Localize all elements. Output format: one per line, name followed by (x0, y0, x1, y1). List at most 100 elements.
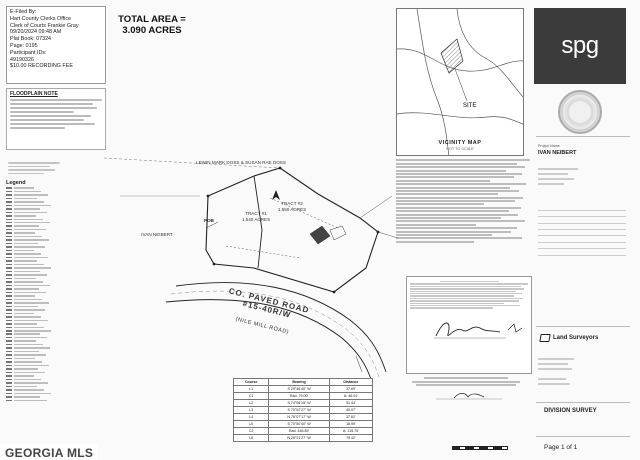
legend-row (6, 225, 54, 228)
legend-text (14, 392, 51, 395)
legend-row (6, 357, 54, 360)
course: L4 (232, 413, 270, 421)
legend-text (14, 399, 47, 402)
note-line (10, 111, 75, 113)
note-line (396, 210, 509, 213)
legend-text (14, 302, 49, 304)
legend-row (6, 354, 54, 357)
bearing: S 29°46'40" W (268, 385, 330, 393)
legend-row (6, 319, 54, 322)
legend-text (14, 361, 42, 363)
north-note (8, 160, 60, 176)
note-line (10, 99, 102, 101)
note-line (10, 103, 93, 105)
legend-row (6, 197, 54, 200)
project-label: Project Name (538, 144, 560, 148)
legend-row (6, 371, 54, 374)
legend-symbol (6, 389, 12, 391)
note-line (396, 200, 516, 203)
legend-text (14, 357, 35, 360)
legend-symbol (6, 295, 12, 297)
legend-symbol (6, 343, 12, 346)
legend-row (6, 291, 54, 294)
legend-row (6, 301, 54, 304)
legend-symbol (6, 291, 12, 294)
legend-text (14, 270, 40, 273)
legend-text (14, 253, 41, 255)
legend-row (6, 392, 54, 395)
legend-symbol (6, 187, 12, 189)
legend-symbol (6, 302, 12, 304)
legend-text (14, 267, 51, 269)
tract-1-label: TRACT #1 1.540 ACRES (232, 211, 280, 222)
legend-row (6, 259, 54, 262)
legend-symbol (6, 396, 12, 398)
legend-text (14, 218, 43, 220)
legend-row (6, 235, 54, 238)
legend-text (14, 208, 40, 210)
note-line (10, 123, 95, 125)
tract-1-area: 1.540 ACRES (241, 216, 271, 222)
tract-division-line (253, 175, 263, 269)
legend-text (14, 187, 34, 189)
bearing: Rad. 79.00' (268, 392, 330, 400)
legend-symbol (6, 242, 12, 245)
legend-text (14, 288, 39, 290)
legend-row (6, 364, 54, 367)
legend-text (14, 368, 38, 370)
legend-symbol (6, 277, 12, 280)
legend-symbol (6, 347, 12, 349)
note-line (396, 183, 526, 186)
note-line (415, 384, 517, 387)
surveyor-seal-icon (558, 90, 602, 134)
course: L5 (232, 420, 270, 428)
bearing: Rad. 446.89' (268, 427, 330, 435)
legend-row (6, 273, 54, 276)
property-boundary (205, 167, 379, 293)
table-header-row: Course Bearing Distance (232, 378, 374, 386)
note-line (396, 233, 493, 236)
legend-row (6, 347, 54, 350)
legend-text (14, 333, 40, 335)
bearing: N 76°07'17" W (268, 413, 330, 421)
note-line (396, 159, 530, 162)
legend-text (14, 274, 47, 276)
note-line (396, 162, 517, 165)
general-notes (396, 158, 530, 274)
legend-text (14, 298, 42, 301)
legend-symbol (6, 354, 12, 356)
legend-text (14, 305, 38, 308)
drawing-info-table (538, 204, 626, 256)
note-line (410, 293, 523, 295)
tract-2-label: TRACT #2 1.550 ACRES (268, 201, 316, 212)
total-area: TOTAL AREA = 3.090 ACRES (112, 14, 192, 36)
note-line (396, 189, 520, 192)
legend-text (14, 316, 41, 318)
legend-symbol (6, 215, 12, 217)
distance: 37.62' (328, 413, 374, 421)
legend-text (14, 228, 46, 231)
adjoiner-west-label: IVAN NEIBERT (141, 232, 173, 237)
bearing: N 26°21'27" W (268, 434, 330, 442)
legend-text (14, 309, 45, 311)
distance: 37.69' (328, 385, 374, 393)
legend-row (6, 263, 54, 266)
note-line (410, 288, 525, 290)
filing-line: 49190326 (10, 56, 34, 63)
legend-title: Legend (6, 180, 26, 186)
legend-text (14, 211, 47, 214)
legend-symbol (6, 253, 12, 255)
legend-symbol (6, 267, 12, 269)
legend-row (6, 294, 54, 297)
legend-text (14, 340, 36, 342)
legend-row (6, 350, 54, 353)
legend-text (14, 319, 48, 322)
approval-stamp (406, 376, 526, 404)
filing-line: Hart County Clerks Office (10, 15, 72, 22)
legend-symbol (6, 232, 12, 234)
